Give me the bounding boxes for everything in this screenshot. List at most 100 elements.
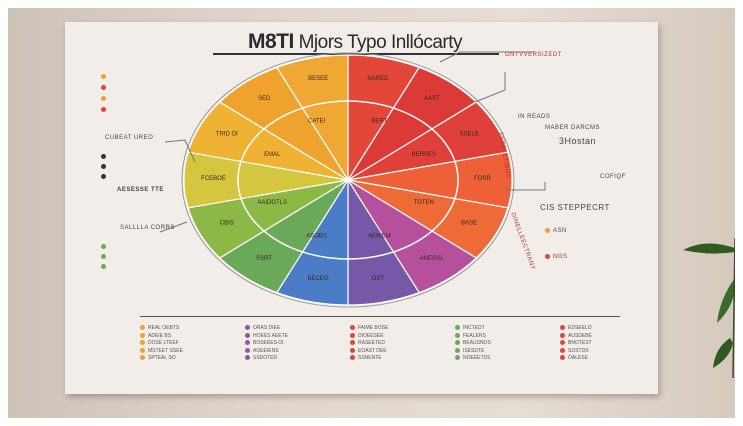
left-label: AESESSE TTE: [117, 187, 164, 193]
legend-dot: [350, 355, 355, 361]
legend-item: DOSE LTEEF: [140, 340, 183, 348]
segment-label: BECEG: [308, 276, 329, 282]
legend-dot: [350, 347, 355, 353]
legend-item: ISESDTE: [455, 348, 491, 356]
legend-dot: [140, 355, 145, 361]
legend-dot: [245, 347, 250, 353]
legend-text: SSDOTED: [253, 355, 278, 361]
inner-label: TOTEN: [414, 200, 434, 206]
legend-dot: [140, 325, 145, 331]
legend-item: MSTEET SSEE: [140, 348, 183, 356]
legend-text: SPTEAL SO: [148, 355, 176, 361]
legend-text: AUSDEBE: [568, 332, 592, 339]
legend-item: SPTEAL SO: [140, 355, 183, 363]
segment-label: ANEGSL: [420, 256, 445, 262]
plant-decoration: [683, 238, 735, 378]
photo-frame: M8TI Mjors Typo Inllócarty NARED AAST SSEL…: [8, 8, 735, 418]
right-label: CIS STEPPECRT: [540, 203, 610, 212]
segment-label: FSRT: [256, 256, 272, 262]
inner-label: BERSES: [412, 152, 436, 158]
legend-dot: [140, 347, 145, 353]
segment-label: AAST: [424, 96, 440, 102]
legend-dot: [245, 355, 250, 361]
legend-dot: [140, 340, 145, 346]
segment-label: FCEBOE: [201, 176, 226, 182]
outer-ring: [181, 52, 515, 308]
legend-item: ADEIE BS: [140, 333, 183, 341]
legend-text: OALESE: [568, 355, 589, 361]
legend-dot: [560, 347, 565, 353]
legend-dot: [560, 332, 565, 338]
title-rest: Mjors Typo Inllócarty: [298, 32, 463, 53]
legend-dot: [455, 332, 460, 338]
legend-dot: [350, 325, 355, 331]
type-wheel: NARED AAST SSELB FOSR BASE ANEGSL OST BECEG FSRT…: [159, 51, 546, 308]
inner-label: ASOBS: [306, 234, 327, 240]
legend-dot: [560, 340, 565, 346]
legend-dot: [560, 355, 565, 361]
right-label: MABER DARCMS: [545, 125, 601, 131]
legend-dot: [350, 340, 355, 346]
segment-label: SED: [258, 96, 271, 102]
legend-item: REAL OEBTS: [140, 325, 183, 333]
right-label: IN READS: [518, 114, 551, 120]
legend-dot: [245, 340, 250, 346]
legend-dot: [350, 332, 355, 338]
legend-dot: [455, 325, 460, 331]
legend-item: SOSTDS: [560, 348, 592, 356]
legend-dot: [455, 347, 460, 353]
segment-label: OST: [372, 276, 385, 282]
title-underline: [213, 53, 499, 55]
legend-dot: [140, 332, 145, 338]
legend-dot: [245, 332, 250, 338]
legend-text: RASEETED: [358, 340, 385, 346]
legend-item: BNOTEST: [560, 340, 592, 348]
legend-item: FEALERS: [455, 333, 491, 341]
legend-text: SSNENTE: [358, 355, 382, 361]
legend-text: DIOEESEE: [358, 332, 384, 339]
legend-item: DIOEESEE: [350, 333, 388, 341]
legend-text: BNOTEST: [568, 340, 592, 346]
legend-item: BOSEEES OI: [245, 340, 288, 348]
legend-text: FEALERS: [463, 332, 486, 339]
legend-dot: [560, 325, 565, 331]
legend-item: EOAST DEE: [350, 348, 388, 356]
segment-label: BESEE: [308, 76, 328, 82]
legend-item: ORAS DIEE: [245, 325, 288, 333]
legend-text: REAL OEBTS: [148, 325, 180, 331]
segment-label: SSELB: [459, 132, 478, 138]
right-label: ASN: [545, 228, 567, 234]
right-label: ONTVVERSIZEDT: [505, 52, 562, 58]
legend-text: ADEIE BS: [148, 332, 172, 339]
segment-label: FOSR: [474, 176, 491, 182]
title-bold: M8TI: [247, 30, 294, 53]
legend-item: HOEES AEETE: [245, 333, 288, 341]
left-label: CUBEAT UREO: [105, 135, 154, 141]
left-dots: [101, 72, 109, 116]
wheel-segment: [275, 54, 349, 183]
inner-label: CATEI: [308, 118, 326, 124]
segment-label: BASE: [461, 220, 477, 226]
left-dots-green: [101, 242, 109, 272]
connector-lines: [159, 51, 546, 233]
legend-item: RASEETED: [350, 340, 388, 348]
right-label: COFIQF: [600, 174, 626, 180]
legend-text: EOAST DEE: [358, 347, 387, 354]
legend-item: OALESE: [560, 355, 592, 363]
left-dots-dark: [101, 152, 109, 182]
legend-item: EDSEELO: [560, 325, 592, 333]
legend-item: AOEEIENS: [245, 348, 288, 356]
legend-item: SSDOTED: [245, 355, 288, 363]
legend-text: SOSTDS: [568, 347, 589, 354]
legend-dot: [455, 355, 460, 361]
inner-label: AEWEM: [368, 234, 391, 240]
segment-label: NARED: [367, 76, 389, 82]
legend-dot: [245, 325, 250, 331]
legend-text: MSTEET SSEE: [148, 347, 183, 354]
right-label: NGS: [545, 254, 568, 260]
legend-item: SSNENTE: [350, 355, 388, 363]
